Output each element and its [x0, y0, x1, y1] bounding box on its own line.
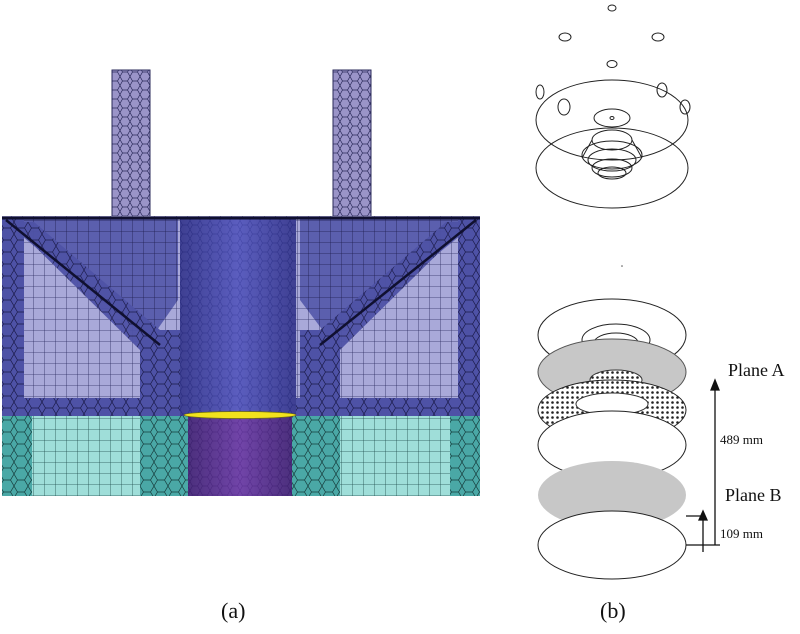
panel-a-mesh — [2, 69, 480, 496]
plane-b-label: Plane B — [725, 485, 782, 505]
cone-rim — [581, 140, 643, 170]
dimension-109-label: 109 mm — [720, 526, 763, 541]
lower-mid-right-polys — [292, 416, 340, 496]
middle-ring-1 — [591, 158, 633, 178]
inlet-ellipse-1 — [607, 4, 617, 12]
yellow-ring — [183, 411, 297, 419]
right-cone-line — [319, 219, 477, 346]
bottom-disc — [537, 510, 687, 580]
dimension-arrows — [686, 378, 720, 552]
central-column-mesh — [180, 218, 296, 416]
top-inner-ring — [593, 108, 631, 128]
dim-109-arrowhead — [697, 509, 709, 521]
right-wall-cells — [458, 218, 480, 414]
inlet-ellipse-3 — [651, 32, 665, 42]
middle-ring-2 — [597, 166, 627, 180]
inlet-ellipse-2 — [558, 32, 572, 42]
cone-upper — [591, 129, 633, 151]
lower-mid-left-polys — [140, 416, 188, 496]
left-cone-line — [5, 219, 161, 346]
top-disc — [535, 79, 689, 161]
left-inlet-tube — [111, 69, 151, 219]
small-mark — [621, 265, 623, 267]
left-wall-cells — [2, 218, 24, 414]
dimension-489-label: 489 mm — [720, 432, 763, 447]
inlet-ellipse-6 — [557, 98, 571, 116]
panel-a-caption: (a) — [221, 598, 246, 623]
inlet-ellipse-8 — [679, 99, 691, 115]
lower-disc-top — [535, 127, 689, 209]
inlet-ellipse-4 — [606, 60, 618, 68]
inlet-ellipse-5 — [535, 84, 545, 100]
cone-rim-2 — [587, 148, 637, 172]
cone-side-right — [631, 139, 643, 159]
plane-b-disc — [538, 461, 686, 529]
plane-a-label: Plane A — [728, 360, 785, 380]
top-center-dot — [609, 116, 615, 120]
right-inlet-tube — [332, 69, 372, 219]
panel-b-caption: (b) — [600, 598, 626, 623]
lower-right-polys — [450, 416, 480, 496]
cone-side-left — [581, 139, 593, 159]
panel-b-schematic — [535, 4, 691, 580]
lower-left-polys — [2, 416, 32, 496]
dim-489-arrowhead — [710, 378, 720, 391]
lower-cylinder-mesh — [188, 416, 292, 496]
inlet-ellipse-7 — [656, 82, 668, 98]
